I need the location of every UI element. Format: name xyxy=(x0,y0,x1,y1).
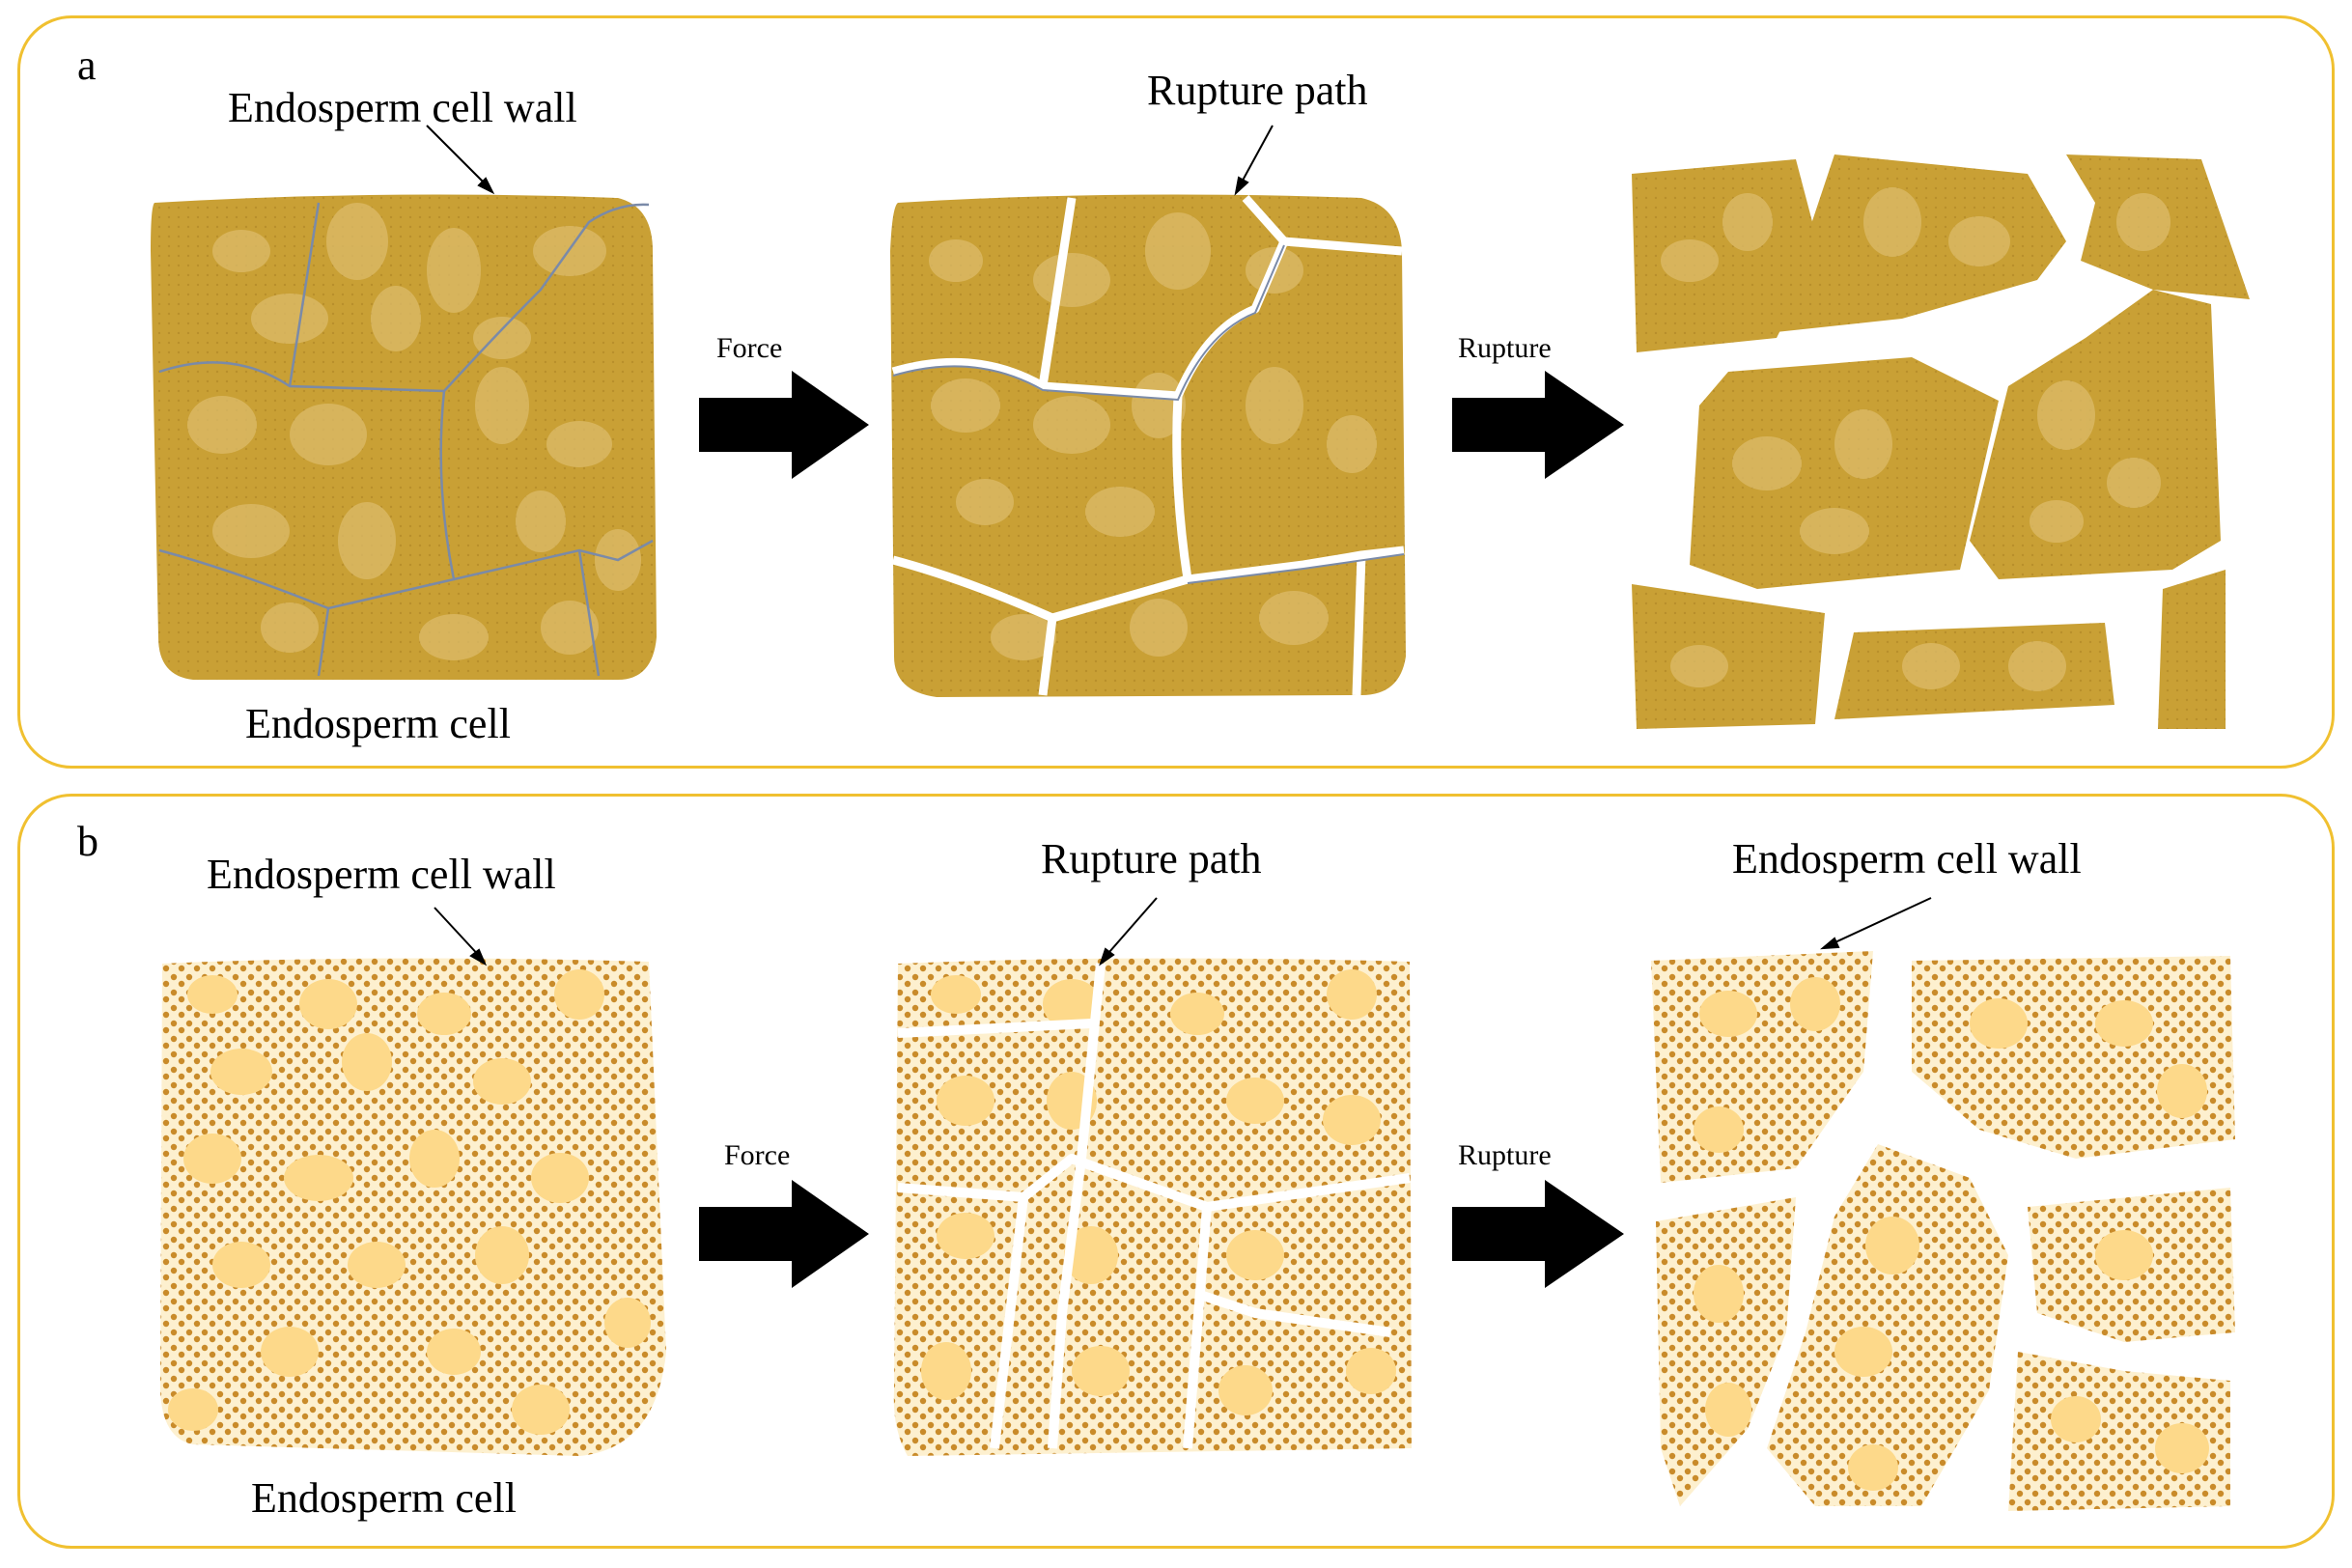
pointer-arrows-b xyxy=(434,897,1932,966)
force-arrow-b xyxy=(699,1180,869,1288)
cell-wall-label-a: Endosperm cell wall xyxy=(228,84,577,131)
force-label-b: Force xyxy=(724,1139,791,1171)
force-label-a: Force xyxy=(716,332,783,364)
rupture-path-label-b: Rupture path xyxy=(1041,835,1262,882)
panel-a-tag: a xyxy=(77,42,97,89)
pointer-arrows-a xyxy=(426,125,1274,196)
dense-cell-rupture-path xyxy=(890,194,1406,697)
dense-cell-fragments xyxy=(1632,154,2250,729)
cell-wall-label-b: Endosperm cell wall xyxy=(207,851,556,898)
dense-cell-intact xyxy=(151,194,657,680)
force-arrow-a xyxy=(699,371,869,479)
cell-wall-label-b-right: Endosperm cell wall xyxy=(1732,835,2082,882)
floury-cell-intact xyxy=(160,958,666,1456)
endosperm-cell-label-b: Endosperm cell xyxy=(251,1474,517,1522)
rupture-label-b: Rupture xyxy=(1458,1139,1552,1171)
rupture-label-a: Rupture xyxy=(1458,332,1552,364)
rupture-path-label-a: Rupture path xyxy=(1147,67,1368,114)
panel-b-tag: b xyxy=(77,818,98,865)
endosperm-cell-label-a: Endosperm cell xyxy=(245,700,511,747)
floury-cell-fragments xyxy=(1651,951,2235,1511)
rupture-arrow-b xyxy=(1452,1180,1624,1288)
rupture-arrow-a xyxy=(1452,371,1624,479)
floury-cell-rupture-path xyxy=(893,958,1412,1456)
